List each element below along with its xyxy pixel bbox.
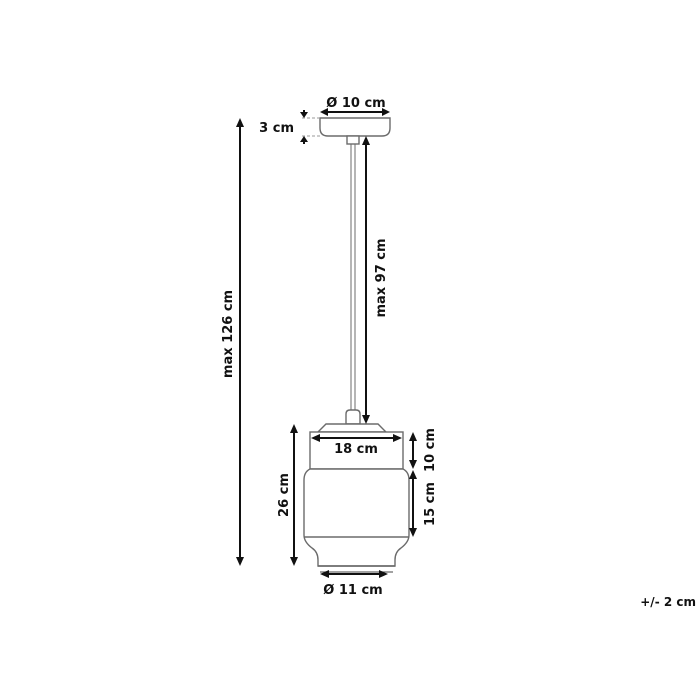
dim-canopy-height: [300, 110, 308, 144]
dim-shade-lower: [409, 470, 417, 537]
label-shade-height: 26 cm: [277, 473, 292, 517]
label-canopy-diameter: Ø 10 cm: [326, 96, 385, 111]
dim-canopy-diameter: [320, 108, 390, 116]
label-shade-upper-height: 10 cm: [423, 428, 438, 472]
label-bottom-diameter: Ø 11 cm: [323, 583, 382, 598]
label-canopy-height: 3 cm: [259, 121, 294, 136]
canopy: [319, 117, 391, 145]
label-shade-width: 18 cm: [334, 442, 378, 457]
label-total-height: max 126 cm: [221, 290, 236, 378]
lamp-cap: [316, 409, 388, 433]
dim-bottom-diameter: [320, 570, 388, 578]
dim-total-height: [236, 118, 244, 566]
dim-shade-upper: [409, 432, 417, 469]
dim-shade-height: [290, 424, 298, 566]
cord: [350, 144, 356, 412]
dim-shade-width: [311, 434, 402, 442]
tolerance-note: +/- 2 cm: [640, 595, 696, 609]
dim-cord-length: [362, 136, 370, 424]
label-shade-lower-height: 15 cm: [423, 482, 438, 526]
label-cord-length: max 97 cm: [374, 238, 389, 317]
